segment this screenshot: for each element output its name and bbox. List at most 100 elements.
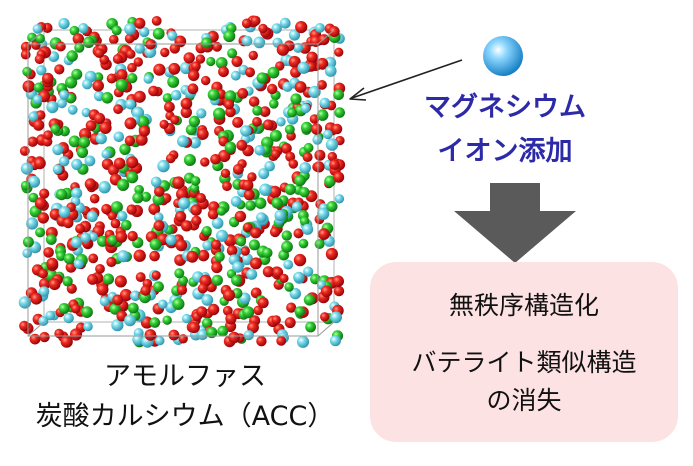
atom (230, 196, 242, 207)
atom (271, 23, 282, 34)
result-box: 無秩序構造化 バテライト類似構造 の消失 (370, 262, 678, 442)
atom (83, 321, 93, 332)
atom (292, 42, 304, 53)
atom (34, 54, 45, 65)
atom (133, 90, 146, 103)
atom (124, 23, 136, 35)
atom (224, 141, 237, 154)
atom (269, 226, 281, 238)
atom (92, 80, 104, 92)
atom (222, 181, 232, 192)
atom (116, 69, 128, 81)
atom (29, 333, 41, 345)
atom (253, 36, 266, 49)
atom (96, 283, 109, 296)
atom (115, 78, 128, 92)
atom (22, 80, 35, 93)
atom (167, 30, 178, 41)
atom (126, 204, 137, 215)
atom (148, 85, 159, 97)
atom (267, 66, 280, 79)
atom (250, 287, 262, 299)
atom (67, 104, 78, 115)
atom (110, 201, 123, 214)
atom (294, 174, 306, 187)
atom (152, 193, 165, 206)
atom (258, 168, 270, 180)
atom (256, 212, 267, 223)
atom (211, 217, 224, 229)
atom (189, 183, 200, 193)
caption-line-1: アモルファス (104, 361, 266, 392)
atom (45, 234, 57, 245)
atom (255, 197, 267, 209)
atom (330, 311, 342, 324)
atom (175, 211, 187, 223)
atom (112, 294, 124, 306)
atom (71, 68, 83, 80)
atom (269, 99, 279, 109)
atom (70, 236, 83, 249)
atom (256, 72, 268, 84)
atom (101, 149, 111, 159)
atom (109, 34, 119, 45)
atom (197, 283, 208, 294)
atom (314, 149, 326, 161)
atom (240, 125, 252, 137)
atom (153, 212, 164, 222)
atom (180, 97, 193, 110)
atom (276, 43, 290, 56)
atom (202, 226, 212, 236)
atom (99, 121, 112, 134)
atom (248, 50, 258, 61)
atom (174, 268, 185, 279)
atom (291, 201, 303, 212)
atom (320, 312, 330, 322)
atom (207, 208, 219, 220)
atom (216, 229, 229, 242)
atom (39, 331, 50, 343)
atom (134, 17, 146, 29)
atom (126, 156, 139, 169)
atom (325, 138, 339, 151)
atom (212, 41, 223, 52)
caption-line-2: 炭酸カルシウム（ACC） (35, 401, 335, 432)
atom (299, 162, 312, 174)
atom (333, 89, 344, 101)
atom (243, 189, 255, 201)
atom (32, 24, 43, 34)
atom (201, 37, 213, 49)
atom (37, 212, 49, 224)
atom (289, 287, 301, 300)
atom (134, 184, 144, 195)
atom (287, 107, 297, 118)
atoms (18, 15, 346, 348)
atom (332, 275, 345, 288)
atom (172, 176, 185, 189)
atom (172, 297, 185, 310)
atom (237, 88, 249, 99)
atom (188, 321, 200, 334)
atom (84, 155, 96, 167)
atom (111, 25, 122, 36)
atom (69, 25, 80, 36)
atom (28, 111, 39, 122)
atom (181, 220, 193, 232)
atom (101, 92, 114, 104)
atom (190, 176, 201, 186)
atom (329, 159, 340, 170)
atom (241, 35, 253, 47)
atom (297, 61, 310, 74)
atom (149, 250, 160, 262)
atom (200, 157, 210, 167)
atom (213, 107, 226, 121)
pointer-arrow (349, 59, 463, 101)
atom (196, 128, 209, 140)
atom (89, 193, 100, 204)
atom (180, 106, 192, 119)
atom (127, 230, 138, 242)
atom (119, 288, 133, 302)
atom (288, 29, 301, 41)
atom (250, 15, 261, 26)
atom (127, 302, 139, 314)
